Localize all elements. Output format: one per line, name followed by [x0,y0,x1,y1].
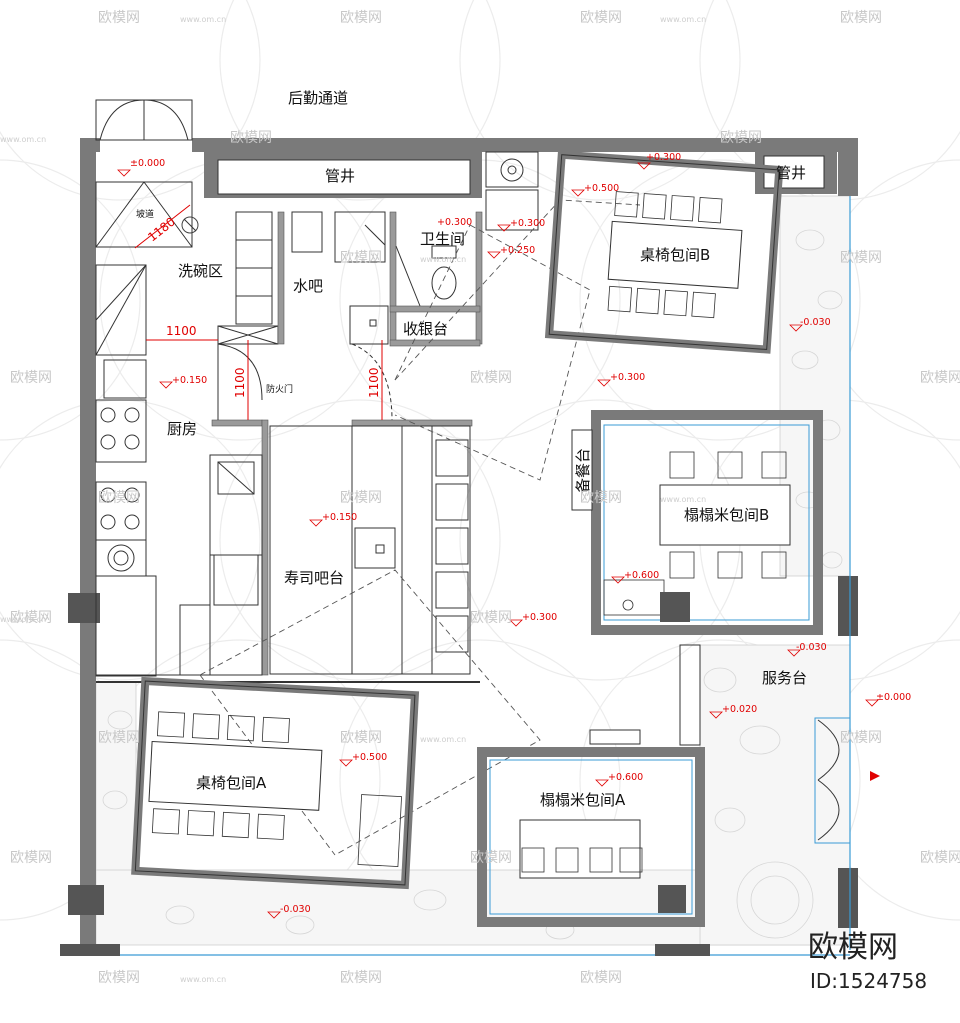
dim-door-2: 1100 [367,367,381,398]
kitchen-fixtures [95,264,480,683]
label-ramp: 坡道 [136,208,154,220]
watermark-brand: 欧模网 [720,130,762,146]
fire-door [217,343,393,421]
watermark-site: www.om.cn [180,15,226,24]
interior-walls [211,211,483,676]
watermark-site: www.om.cn [420,735,466,744]
level-restroom-2: +0.250 [500,245,535,256]
watermark-brand: 欧模网 [10,610,52,626]
watermark-brand: 欧模网 [580,970,622,986]
watermark-logo-text: 欧模网 [808,930,898,965]
watermark-brand: 欧模网 [98,490,140,506]
label-logistics-corridor: 后勤通道 [288,89,348,107]
label-pipe-shaft-top: 管井 [325,167,355,185]
level-entry-back: ±0.000 [130,158,165,169]
level-center: +0.300 [522,612,557,623]
sushi-bar [269,425,471,675]
watermark-brand: 欧模网 [340,10,382,26]
dim-door-1: 1100 [233,367,247,398]
pipe-shaft-top [204,152,482,198]
level-tatami-b-inner: +0.600 [624,570,659,581]
watermark-brand: 欧模网 [580,10,622,26]
watermark-brand: 欧模网 [840,730,882,746]
watermark-site: www.om.cn [0,135,46,144]
gravel-areas [95,195,851,946]
label-pipe-shaft-right: 管井 [776,164,806,182]
label-tatami-a: 榻榻米包间A [540,791,626,809]
label-dishwashing: 洗碗区 [178,262,223,280]
watermark-brand: 欧模网 [840,10,882,26]
service-desk [679,644,851,844]
watermark-brand: 欧模网 [340,490,382,506]
label-kitchen: 厨房 [167,420,197,438]
watermark-brand: 欧模网 [98,970,140,986]
level-kitchen: +0.150 [172,375,207,386]
kitchen-counters [179,454,263,676]
level-entry-front: ±0.000 [876,692,911,703]
watermark-id: ID:1524758 [810,969,927,993]
tatami-room-a [477,729,705,927]
watermark-brand: 欧模网 [470,370,512,386]
table-room-b [544,150,784,354]
watermark-brand: 欧模网 [10,370,52,386]
level-sushi: +0.150 [322,512,357,523]
label-table-room-b: 桌椅包间B [640,246,710,264]
watermark-brand: 欧模网 [920,850,960,866]
watermark-brand: 欧模网 [340,730,382,746]
level-restroom-1: +0.300 [437,217,472,228]
tatami-room-b [571,410,823,635]
watermark-site: www.om.cn [0,615,46,624]
label-service-station: 备餐台 [574,448,592,493]
level-service-left: -0.030 [796,642,827,653]
level-room-a-inner: +0.500 [352,752,387,763]
outer-walls [68,138,858,946]
level-marks [117,162,879,919]
back-door [95,99,193,141]
level-top-right: +0.300 [646,152,681,163]
watermark-site: www.om.cn [180,975,226,984]
level-room-b-inner: +0.500 [584,183,619,194]
watermark-brand: 欧模网 [580,490,622,506]
watermark-brand: 欧模网 [10,850,52,866]
watermark-brand: 欧模网 [470,850,512,866]
watermark-brand: 欧模网 [340,250,382,266]
restroom-fixtures [395,151,539,307]
level-service-front: +0.020 [722,704,757,715]
label-sushi-bar: 寿司吧台 [284,569,344,587]
watermark-site: www.om.cn [660,495,706,504]
bottom-wall [60,944,710,956]
level-bottom-outdoor: -0.030 [280,904,311,915]
watermark-brand: 欧模网 [470,610,512,626]
water-bar-fixtures [334,211,389,345]
watermark-site: www.om.cn [660,15,706,24]
watermark-brand: 欧模网 [230,130,272,146]
level-corridor-mid: +0.300 [610,372,645,383]
watermark-brand: 欧模网 [98,730,140,746]
level-right-outdoor: -0.030 [800,317,831,328]
watermark-brand: 欧模网 [920,370,960,386]
label-tatami-b: 榻榻米包间B [684,506,769,524]
label-cashier: 收银台 [403,320,448,338]
ramp [95,181,199,248]
dim-kitchen-width: 1100 [166,324,197,338]
label-fire-door: 防火门 [266,383,293,395]
entry-arrow [870,771,880,781]
label-service-desk: 服务台 [762,669,807,687]
level-restroom-1b: +0.300 [510,218,545,229]
watermark-brand: 欧模网 [98,10,140,26]
ramp-dim-line [134,204,191,249]
watermark-brand: 欧模网 [840,250,882,266]
watermark-site: www.om.cn [420,255,466,264]
watermark-tiles: 欧模网 欧模网 欧模网 欧模网 欧模网 欧模网 欧模网 欧模网 欧模网 欧模网 … [0,10,960,986]
label-table-room-a: 桌椅包间A [196,774,267,792]
watermark-brand: 欧模网 [340,970,382,986]
level-tatami-a-inner: +0.600 [608,772,643,783]
table-room-a [131,676,420,890]
dimension-lines [146,339,383,420]
label-restroom: 卫生间 [420,230,465,248]
label-water-bar: 水吧 [293,277,323,295]
